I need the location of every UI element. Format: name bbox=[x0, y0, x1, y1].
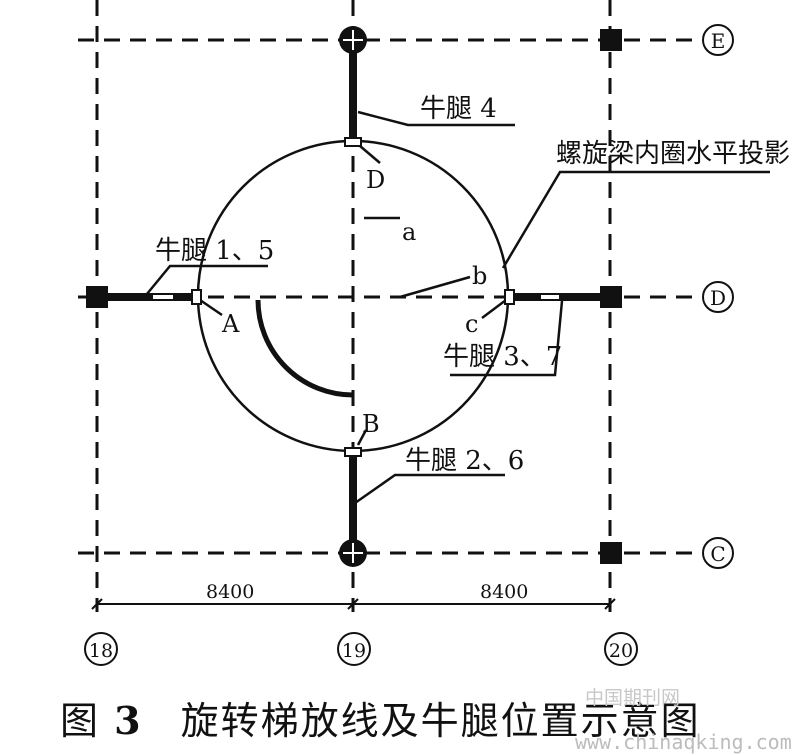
point-label-B: B bbox=[362, 410, 380, 438]
watermark-cn: 中国期刊网 bbox=[585, 687, 681, 709]
label-bracket26: 牛腿 2、6 bbox=[405, 446, 524, 476]
column-d18 bbox=[86, 286, 108, 308]
axis-bubble-18 bbox=[84, 632, 118, 666]
leader-B bbox=[356, 429, 368, 446]
leader-bracket26 bbox=[354, 473, 505, 505]
column-d20 bbox=[600, 286, 622, 308]
leader-b bbox=[399, 275, 471, 299]
point-label-a: a bbox=[402, 218, 416, 246]
label-bracket15: 牛腿 1、5 bbox=[155, 236, 274, 266]
axis-label-18: 18 bbox=[89, 640, 113, 662]
leader-A bbox=[199, 298, 223, 317]
column-c20 bbox=[600, 542, 622, 564]
leader-c bbox=[481, 299, 507, 319]
label-bracket4: 牛腿 4 bbox=[420, 94, 497, 124]
leader-lines bbox=[141, 110, 770, 505]
axis-label-d: D bbox=[710, 286, 726, 310]
leader-projection bbox=[501, 170, 770, 269]
axis-label-c: C bbox=[710, 542, 725, 566]
dimension-right: 8400 bbox=[480, 581, 528, 603]
watermark-url: www.chinaqking.com bbox=[575, 730, 792, 754]
point-label-A: A bbox=[221, 310, 240, 338]
axis-label-19: 19 bbox=[342, 640, 366, 662]
leader-bracket4 bbox=[357, 110, 515, 127]
inner-arc bbox=[255, 299, 354, 398]
axis-bubble-20 bbox=[604, 632, 638, 666]
point-label-b: b bbox=[472, 262, 487, 290]
leader-bracket37 bbox=[450, 300, 564, 377]
point-label-c: c bbox=[465, 310, 478, 338]
axis-bubble-c bbox=[702, 537, 734, 569]
bracket-ends bbox=[151, 137, 561, 457]
dimension-left: 8400 bbox=[206, 581, 254, 603]
leader-bracket15 bbox=[141, 264, 268, 301]
column-e20 bbox=[600, 29, 622, 51]
caption-number: 3 bbox=[114, 698, 143, 743]
axis-bubble-e bbox=[702, 24, 734, 56]
axis-bubble-19 bbox=[337, 632, 371, 666]
label-bracket37: 牛腿 3、7 bbox=[443, 342, 562, 372]
columns bbox=[86, 29, 622, 564]
dimension-lines bbox=[91, 598, 616, 610]
axis-bubble-d bbox=[702, 281, 734, 313]
axis-label-20: 20 bbox=[609, 640, 633, 662]
round-columns bbox=[339, 26, 367, 567]
axis-bubbles bbox=[84, 24, 734, 666]
axis-label-e: E bbox=[711, 29, 726, 53]
label-projection: 螺旋梁内圈水平投影 bbox=[556, 139, 790, 169]
leader-D bbox=[359, 145, 381, 164]
caption-prefix: 图 bbox=[60, 699, 101, 743]
caption-text: 旋转梯放线及牛腿位置示意图 bbox=[180, 699, 701, 743]
point-label-D: D bbox=[366, 166, 385, 194]
figure-caption: 图 3 旋转梯放线及牛腿位置示意图 bbox=[60, 690, 701, 745]
